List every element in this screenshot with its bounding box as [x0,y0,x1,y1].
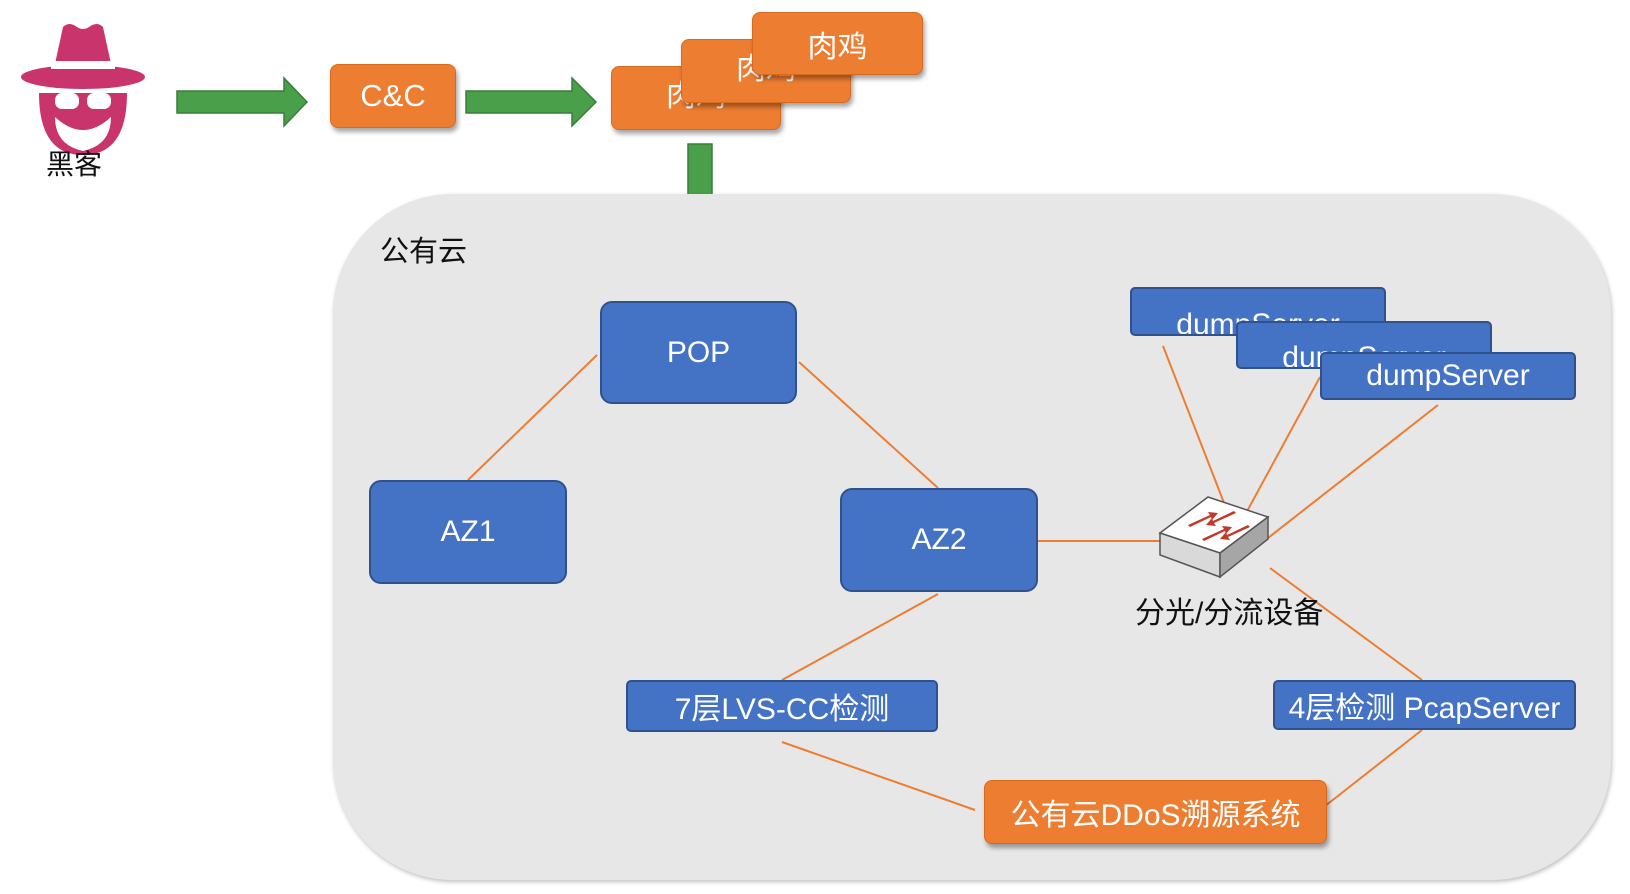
pop-node: POP [600,301,797,404]
lvs-cc-detection-node: 7层LVS-CC检测 [626,680,938,732]
hacker-label: 黑客 [46,149,103,180]
edge-pop-az2 [798,361,939,489]
cnc-box: C&C [330,64,456,128]
cnc-label: C&C [360,78,426,113]
pop-label: POP [666,335,731,369]
public-cloud-label: 公有云 [380,236,468,268]
bot-label: 肉鸡 [807,30,868,64]
network-switch-icon [1158,496,1270,579]
edge-pcap-traceback [1319,729,1423,811]
edge-pop-az1 [467,354,598,481]
az1-node: AZ1 [369,480,567,584]
lvs-label: 7层LVS-CC检测 [674,693,890,726]
spy-icon [21,24,145,155]
edge-switch-dump3 [1267,404,1439,539]
switch-label: 分光/分流设备 [1135,597,1324,630]
edge-switch-pcap [1269,567,1423,681]
ddos-traceback-node: 公有云DDoS溯源系统 [984,780,1327,844]
pcap-server-node: 4层检测 PcapServer [1273,680,1576,730]
edge-switch-dump1 [1162,345,1227,509]
az2-label: AZ2 [911,523,967,556]
az1-label: AZ1 [440,515,496,548]
pcap-label: 4层检测 PcapServer [1288,692,1561,725]
edge-lvs-traceback [781,741,976,811]
arrow-hacker-to-cnc [176,76,309,128]
arrow-cnc-to-bots [465,76,598,128]
edge-switch-dump2 [1244,376,1321,516]
bot-box-3: 肉鸡 [752,12,923,75]
dump-server-label: dumpServer [1366,359,1530,392]
traceback-label: 公有云DDoS溯源系统 [1010,799,1301,832]
az2-node: AZ2 [840,488,1038,592]
edge-az2-lvs [781,593,939,681]
dump-server-3: dumpServer [1320,352,1576,400]
